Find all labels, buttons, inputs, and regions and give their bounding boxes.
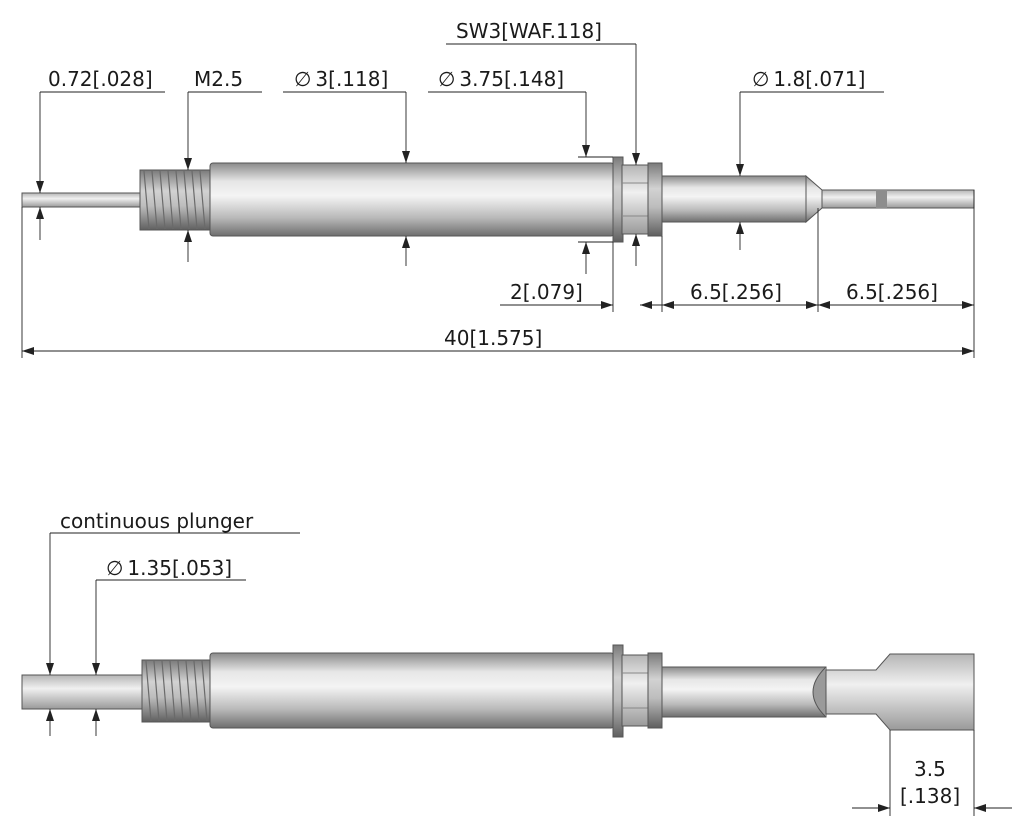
label-continuous-plunger: continuous plunger: [60, 509, 254, 533]
shaft-end-curve: [812, 666, 827, 718]
label-plunger-diameter-bottom: 1.35[.053]: [127, 556, 232, 580]
thread-ridge: [145, 660, 152, 722]
thread-ridge: [185, 660, 192, 722]
svg-text:∅3[.118]: ∅3[.118]: [294, 67, 388, 91]
dim-flange-length: 2[.079]: [500, 280, 662, 309]
dim-overall-length: 40[1.575]: [22, 326, 974, 355]
plunger-tip: [821, 189, 975, 209]
body-cylinder: [209, 162, 615, 237]
diameter-symbol-icon-2: ∅: [438, 67, 455, 91]
hex-collar: [647, 162, 663, 237]
dim-paddle-width: 3.5 [.138]: [852, 730, 1012, 816]
dim-body-diameter: ∅3[.118]: [283, 67, 410, 266]
diameter-symbol-icon-4: ∅: [106, 556, 123, 580]
dim-plunger-length-1: 6.5[.256]: [662, 280, 818, 309]
thread-ridge: [193, 660, 200, 722]
thread-ridge: [191, 170, 198, 230]
plunger-shaft: [661, 175, 807, 223]
diameter-symbol-icon-3: ∅: [752, 67, 769, 91]
hex-nut-bottom: [621, 654, 649, 727]
top-view: 0.72[.028] M2.5 ∅3[.118] ∅3.75[.148]: [21, 19, 975, 358]
label-plunger-length-2: 6.5[.256]: [846, 280, 938, 304]
label-plunger-diameter: 1.8[.071]: [773, 67, 865, 91]
thread-ridge: [159, 170, 166, 230]
thread-ridge: [167, 170, 174, 230]
continuous-plunger-bar: [21, 674, 143, 710]
svg-text:∅1.8[.071]: ∅1.8[.071]: [752, 67, 865, 91]
thread-ridge: [201, 660, 208, 722]
thread-ridge: [175, 170, 182, 230]
thread-ridge: [199, 170, 206, 230]
tip-wire: [21, 192, 141, 208]
thread-ridge: [161, 660, 168, 722]
thread-ridge: [151, 170, 158, 230]
dim-plunger-diameter-bottom: ∅1.35[.053]: [92, 556, 246, 736]
body-cylinder-bottom: [209, 652, 615, 729]
label-wrench-flat: SW3[WAF.118]: [456, 19, 602, 43]
thread-ridge: [169, 660, 176, 722]
dim-wrench-flat: SW3[WAF.118]: [446, 19, 640, 266]
thread-section: [139, 169, 211, 231]
plunger-taper: [805, 174, 823, 224]
label-flange-length: 2[.079]: [510, 280, 583, 304]
dim-thread: M2.5: [184, 67, 262, 262]
label-paddle-width-in: [.138]: [900, 784, 960, 808]
plunger-paddle: [825, 653, 975, 731]
label-plunger-length-1: 6.5[.256]: [690, 280, 782, 304]
label-body-diameter: 3[.118]: [315, 67, 388, 91]
label-overall-length: 40[1.575]: [444, 326, 542, 350]
diameter-symbol-icon: ∅: [294, 67, 311, 91]
thread-ridge: [183, 170, 190, 230]
svg-text:∅3.75[.148]: ∅3.75[.148]: [438, 67, 564, 91]
bottom-view: continuous plunger ∅1.35[.053] 3.5 [.138…: [21, 509, 1012, 816]
dim-plunger-diameter: ∅1.8[.071]: [736, 67, 884, 250]
hex-nut: [621, 164, 649, 235]
thread-ridge: [153, 660, 160, 722]
label-flange-diameter: 3.75[.148]: [459, 67, 564, 91]
label-tip-diameter: 0.72[.028]: [48, 67, 153, 91]
label-thread: M2.5: [194, 67, 243, 91]
dim-flange-diameter: ∅3.75[.148]: [428, 67, 613, 274]
thread-ridge: [177, 660, 184, 722]
plunger-shaft-bottom: [661, 666, 827, 718]
dim-plunger-length-2: 6.5[.256]: [818, 280, 974, 309]
hex-collar-bottom: [647, 652, 663, 729]
dim-tip-diameter: 0.72[.028]: [36, 67, 165, 240]
thread-section-bottom: [141, 659, 211, 723]
plunger-mark: [876, 190, 887, 208]
dim-continuous-plunger: continuous plunger: [46, 509, 300, 736]
label-paddle-width-mm: 3.5: [914, 757, 946, 781]
svg-text:∅1.35[.053]: ∅1.35[.053]: [106, 556, 232, 580]
thread-ridge: [143, 170, 150, 230]
